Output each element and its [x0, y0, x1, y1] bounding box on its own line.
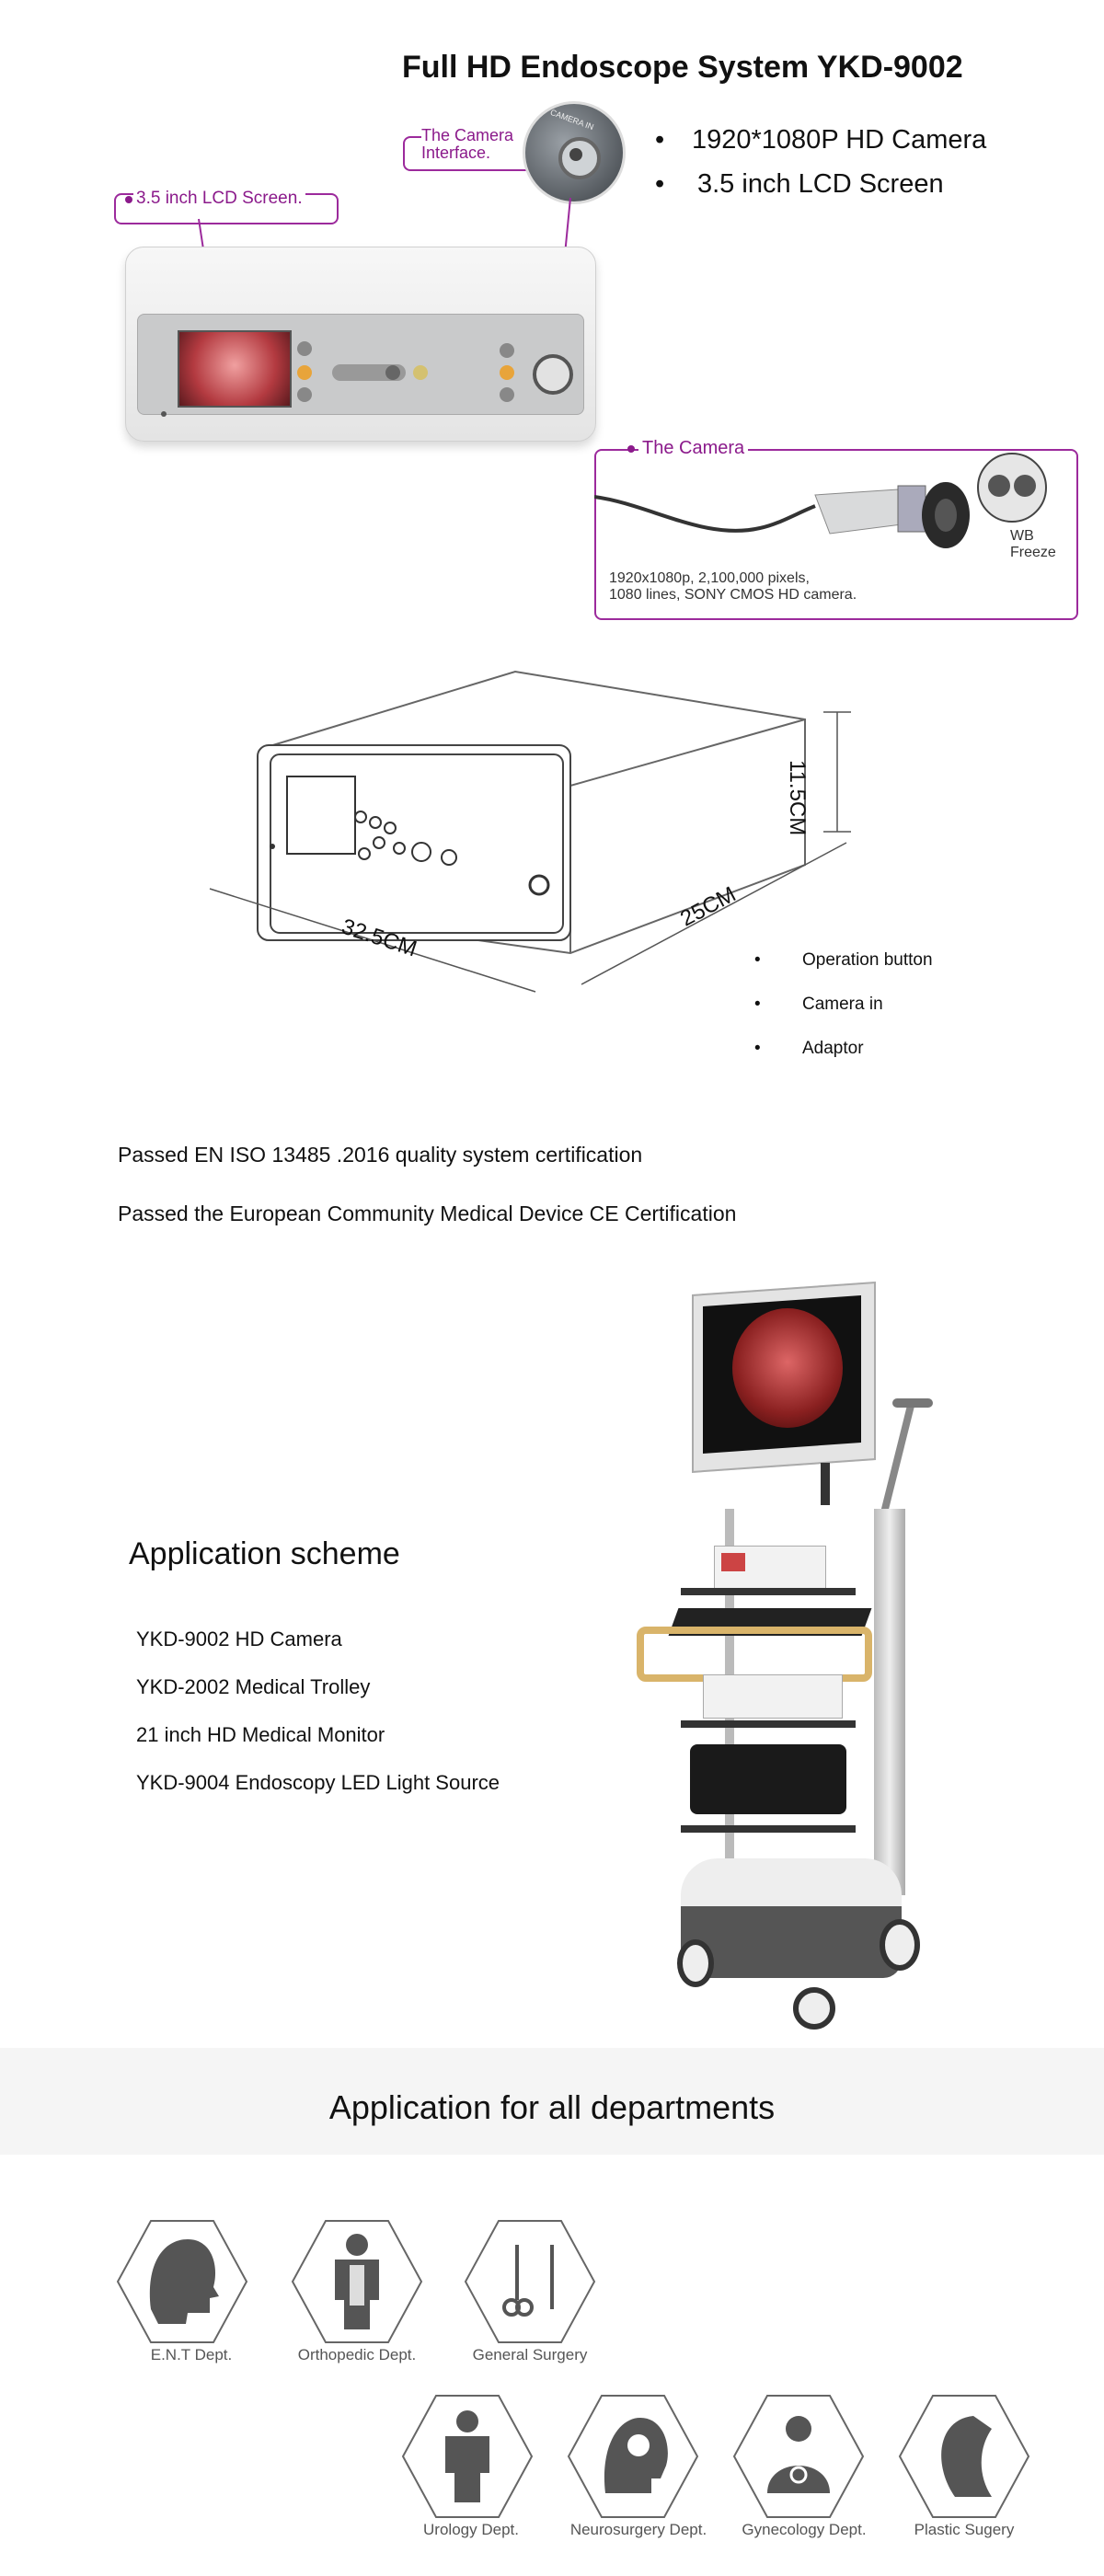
scheme-heading: Application scheme — [129, 1536, 400, 1571]
wb-label: WB — [1010, 528, 1034, 544]
dept-label: Neurosurgery Dept. — [569, 2521, 707, 2538]
camera-in-zoom: CAMERA IN — [523, 101, 626, 204]
feature-item: •3.5 inch LCD Screen — [655, 169, 944, 199]
department-icons — [117, 2220, 1029, 2518]
scheme-item: 21 inch HD Medical Monitor — [136, 1723, 385, 1746]
bullet-item: •Camera in — [754, 995, 883, 1014]
page-title: Full HD Endoscope System YKD-9002 — [402, 50, 963, 85]
device-front-image — [125, 247, 596, 442]
plastic-surgery-icon — [941, 2416, 992, 2497]
certification-line: Passed the European Community Medical De… — [118, 1202, 737, 1225]
lcd-screen — [178, 330, 292, 408]
dept-label: Gynecology Dept. — [742, 2521, 867, 2538]
wb-freeze-zoom — [977, 453, 1047, 523]
urology-icon — [445, 2436, 489, 2502]
dept-label: Orthopedic Dept. — [297, 2346, 417, 2363]
dept-label: E.N.T Dept. — [150, 2346, 233, 2363]
feature-item: •1920*1080P HD Camera — [655, 125, 987, 155]
scheme-item: YKD-9004 Endoscopy LED Light Source — [136, 1771, 500, 1794]
scheme-list: YKD-9002 HD Camera YKD-2002 Medical Trol… — [136, 1616, 500, 1807]
dept-label: Urology Dept. — [423, 2521, 519, 2538]
camera-callout-box — [594, 449, 1078, 620]
dimension-bullets: •Operation button •Camera in •Adaptor — [754, 938, 933, 1071]
callout-dot — [125, 196, 132, 203]
departments-heading: Application for all departments — [328, 2088, 776, 2126]
dept-label: General Surgery — [472, 2346, 588, 2363]
freeze-label: Freeze — [1010, 545, 1056, 560]
dimension-height: 11.5CM — [785, 760, 810, 836]
bullet-item: •Adaptor — [754, 1039, 864, 1058]
lcd-callout-label: 3.5 inch LCD Screen. — [133, 189, 305, 209]
gynecology-icon — [767, 2466, 830, 2493]
scheme-item: YKD-2002 Medical Trolley — [136, 1675, 371, 1698]
camera-callout-title: The Camera — [638, 438, 749, 459]
scheme-item: YKD-9002 HD Camera — [136, 1627, 342, 1650]
camera-head-image — [594, 482, 970, 548]
camera-interface-label: The Camera Interface. — [421, 127, 532, 162]
dept-label: Plastic Sugery — [914, 2521, 1015, 2538]
ent-icon — [149, 2239, 219, 2324]
camera-desc: 1920x1080p, 2,100,000 pixels, 1080 lines… — [609, 570, 857, 603]
trolley-image — [626, 1282, 975, 2042]
departments-band — [0, 2048, 1104, 2155]
certification-line: Passed EN ISO 13485 .2016 quality system… — [118, 1143, 643, 1167]
dimension-drawing — [209, 670, 851, 993]
bullet-item: •Operation button — [754, 950, 933, 970]
callout-dot — [627, 445, 635, 453]
